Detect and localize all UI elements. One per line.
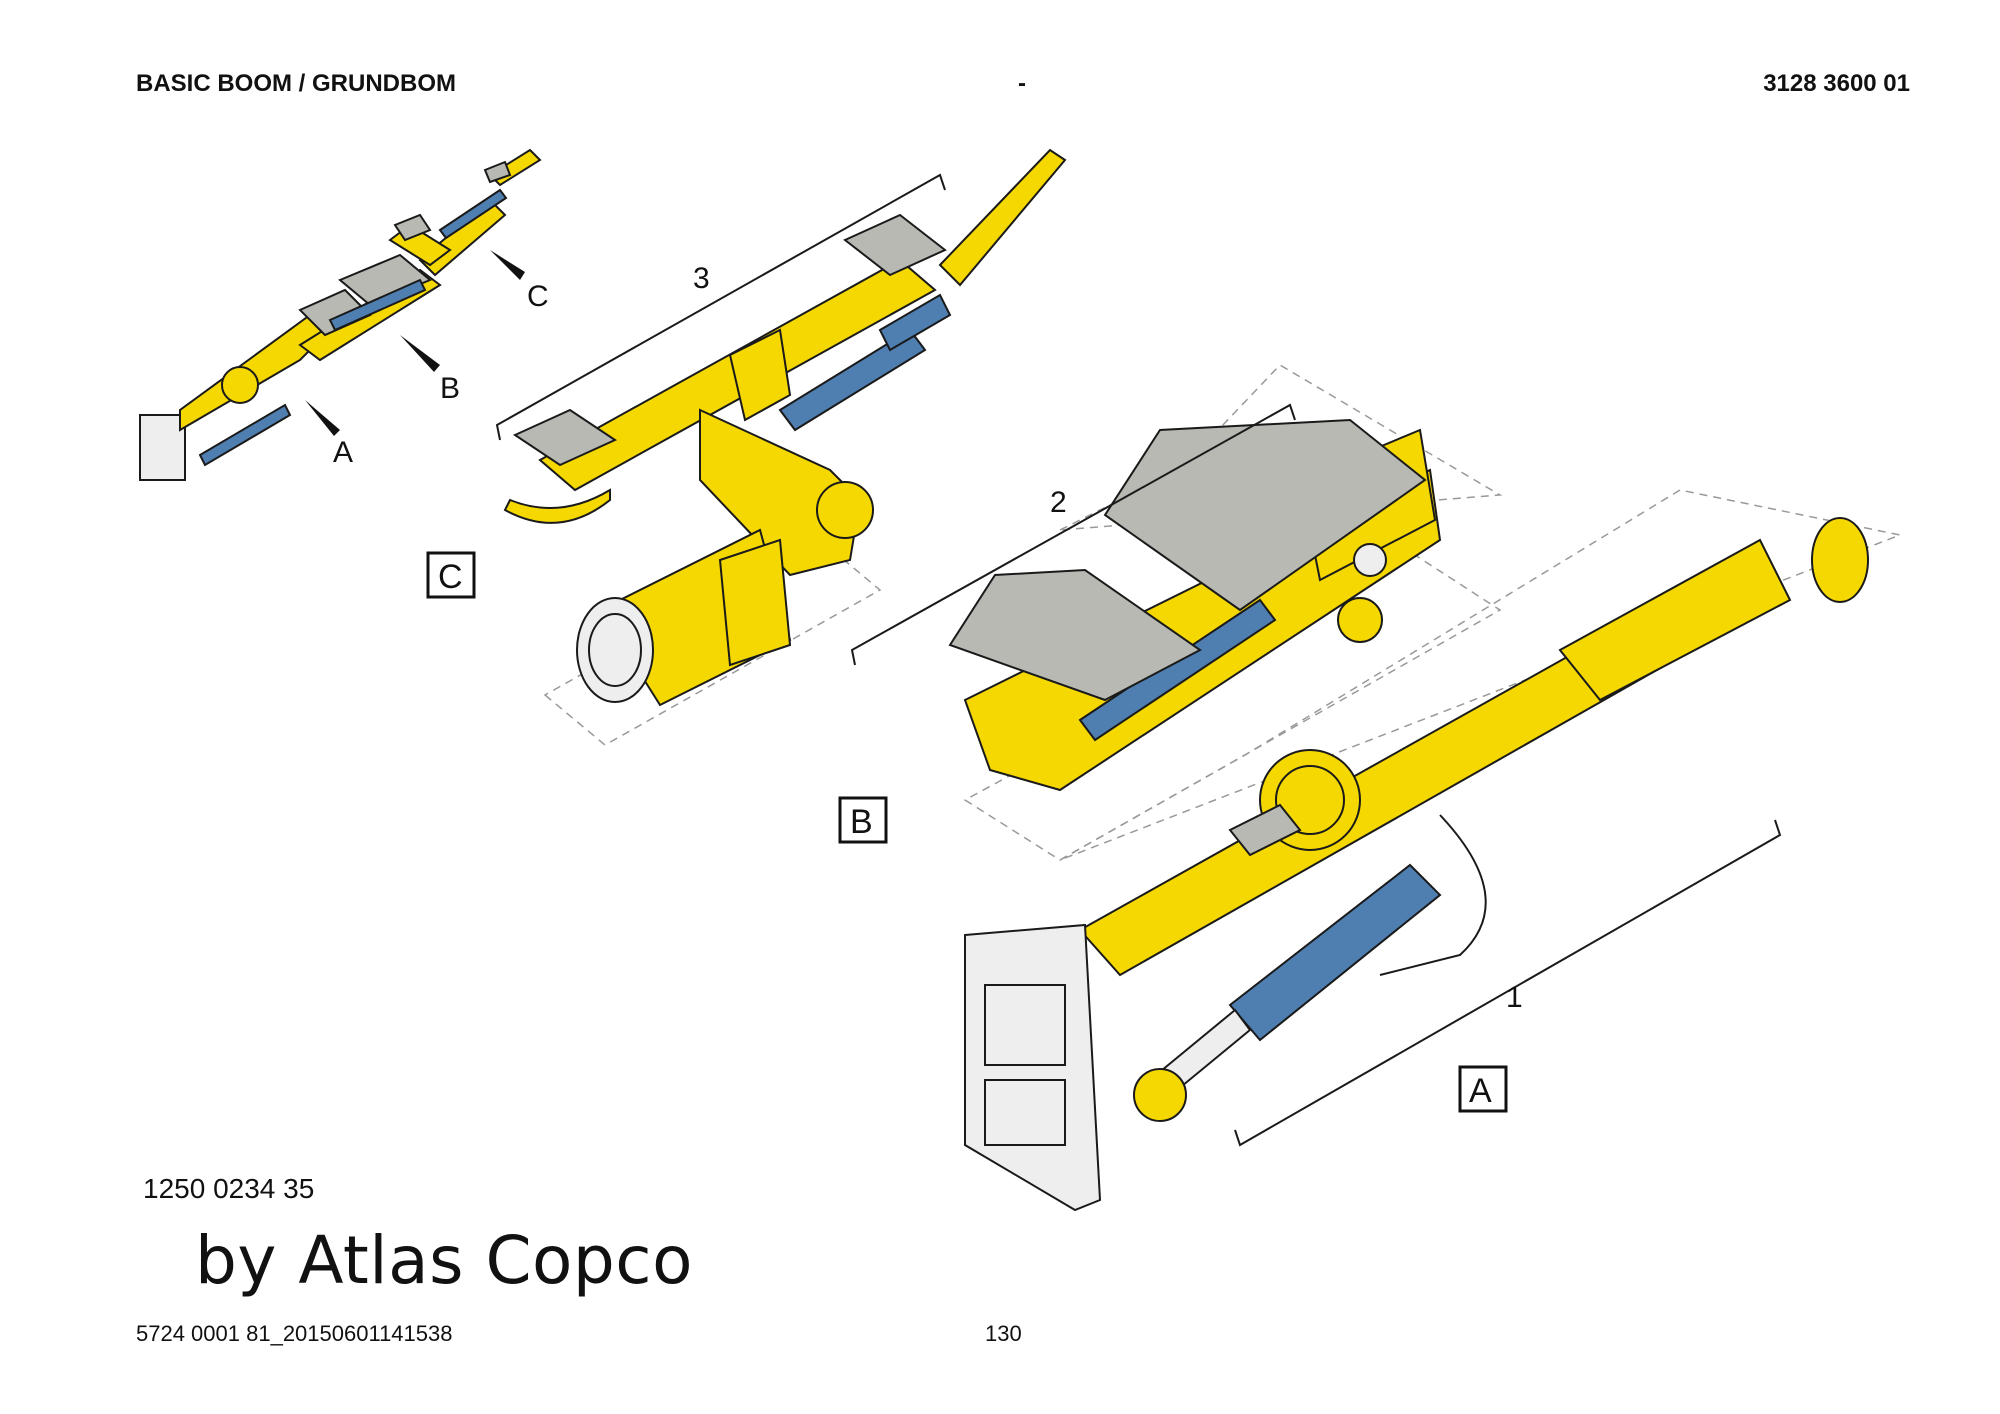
overview-callout-c: C [490,250,549,313]
overview-callout-a: A [305,400,353,469]
section-a-assembly [964,489,1903,1212]
callout-c-label: C [527,280,549,313]
header-separator: - [1018,70,1026,97]
callout-a-label: A [333,436,353,469]
document-id: 5724 0001 81_20150601141538 [136,1321,453,1346]
watermark-text: by Atlas Copco [195,1222,693,1299]
item-2-bracket: 2 [850,403,1296,666]
section-b-assembly [948,364,1503,861]
section-b-label: B [850,803,873,841]
page-number: 130 [985,1321,1022,1346]
callout-b-label: B [440,372,460,405]
document-title: BASIC BOOM / GRUNDBOM [136,70,456,97]
section-c-box: C [426,551,476,599]
section-c-assembly [503,148,1067,746]
item-1-label: 1 [1506,981,1523,1014]
item-1-bracket: 1 [1234,819,1782,1147]
section-b-box: B [838,796,888,844]
section-a-box: A [1458,1065,1508,1113]
part-number: 3128 3600 01 [1763,70,1910,97]
overview-callout-b: B [400,335,460,405]
section-a-label: A [1469,1072,1492,1110]
overview-assembly [139,148,542,481]
item-3-label: 3 [693,262,710,295]
item-3-bracket: 3 [495,173,946,441]
item-2-label: 2 [1050,486,1067,519]
section-c-label: C [438,558,463,596]
drawing-number: 1250 0234 35 [143,1173,315,1204]
